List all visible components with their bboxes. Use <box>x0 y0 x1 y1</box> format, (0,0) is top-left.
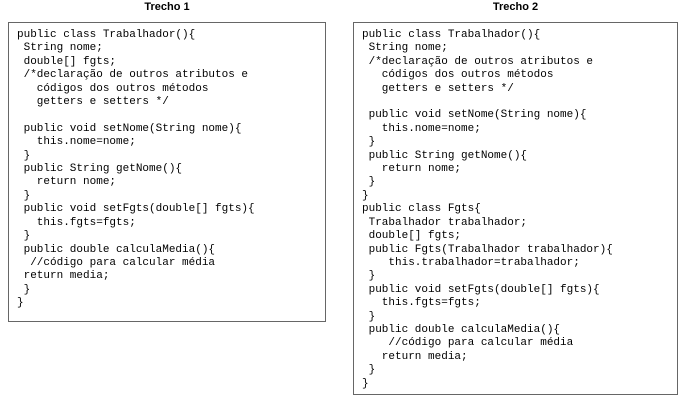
trecho-1-panel: Trecho 1 public class Trabalhador(){ Str… <box>8 0 326 322</box>
trecho-1-title: Trecho 1 <box>144 1 190 13</box>
trecho-2-title: Trecho 2 <box>492 1 539 13</box>
trecho-1-code-box: public class Trabalhador(){ String nome;… <box>8 22 326 322</box>
trecho-2-panel: Trecho 2 public class Trabalhador(){ Str… <box>353 0 678 395</box>
trecho-2-code-box: public class Trabalhador(){ String nome;… <box>353 22 678 395</box>
